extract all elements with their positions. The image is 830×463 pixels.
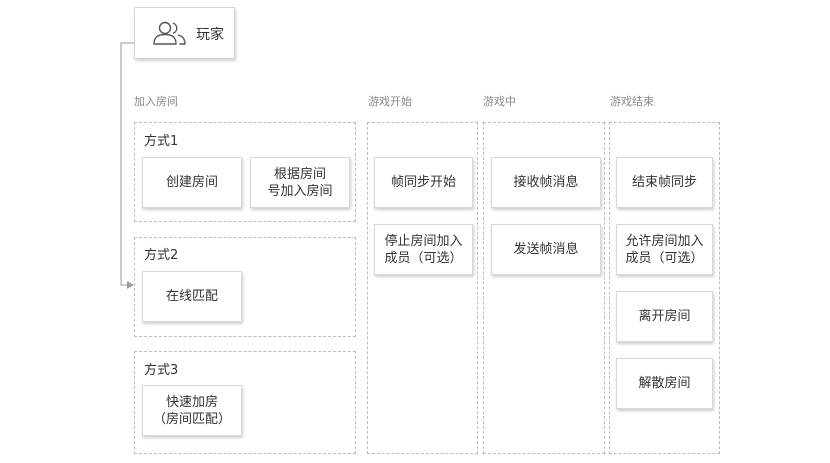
dissolve-room-button[interactable]: 解散房间 bbox=[616, 358, 713, 409]
stop-room-join-button[interactable]: 停止房间加入 成员（可选） bbox=[374, 224, 473, 275]
join-method-3-title: 方式3 bbox=[144, 363, 179, 378]
leave-room-button[interactable]: 离开房间 bbox=[616, 291, 713, 342]
online-match-button[interactable]: 在线匹配 bbox=[142, 271, 242, 322]
create-room-button[interactable]: 创建房间 bbox=[142, 157, 242, 208]
player-label: 玩家 bbox=[196, 27, 224, 43]
end-frame-sync-button[interactable]: 结束帧同步 bbox=[616, 157, 713, 208]
allow-room-join-button[interactable]: 允许房间加入 成员（可选） bbox=[616, 224, 713, 275]
receive-frame-message-button[interactable]: 接收帧消息 bbox=[491, 157, 601, 208]
quick-join-button[interactable]: 快速加房 （房间匹配） bbox=[142, 385, 242, 436]
section-title-game-end: 游戏结束 bbox=[610, 95, 654, 108]
section-title-in-game: 游戏中 bbox=[483, 95, 516, 108]
frame-sync-start-button[interactable]: 帧同步开始 bbox=[374, 157, 473, 208]
users-icon bbox=[153, 21, 186, 45]
join-method-1-title: 方式1 bbox=[144, 134, 179, 149]
join-by-room-number-button[interactable]: 根据房间 号加入房间 bbox=[250, 157, 350, 208]
join-method-2-title: 方式2 bbox=[144, 248, 179, 263]
section-title-join-room: 加入房间 bbox=[134, 95, 178, 108]
player-node[interactable]: 玩家 bbox=[134, 7, 235, 59]
send-frame-message-button[interactable]: 发送帧消息 bbox=[491, 224, 601, 275]
section-title-game-start: 游戏开始 bbox=[368, 95, 412, 108]
